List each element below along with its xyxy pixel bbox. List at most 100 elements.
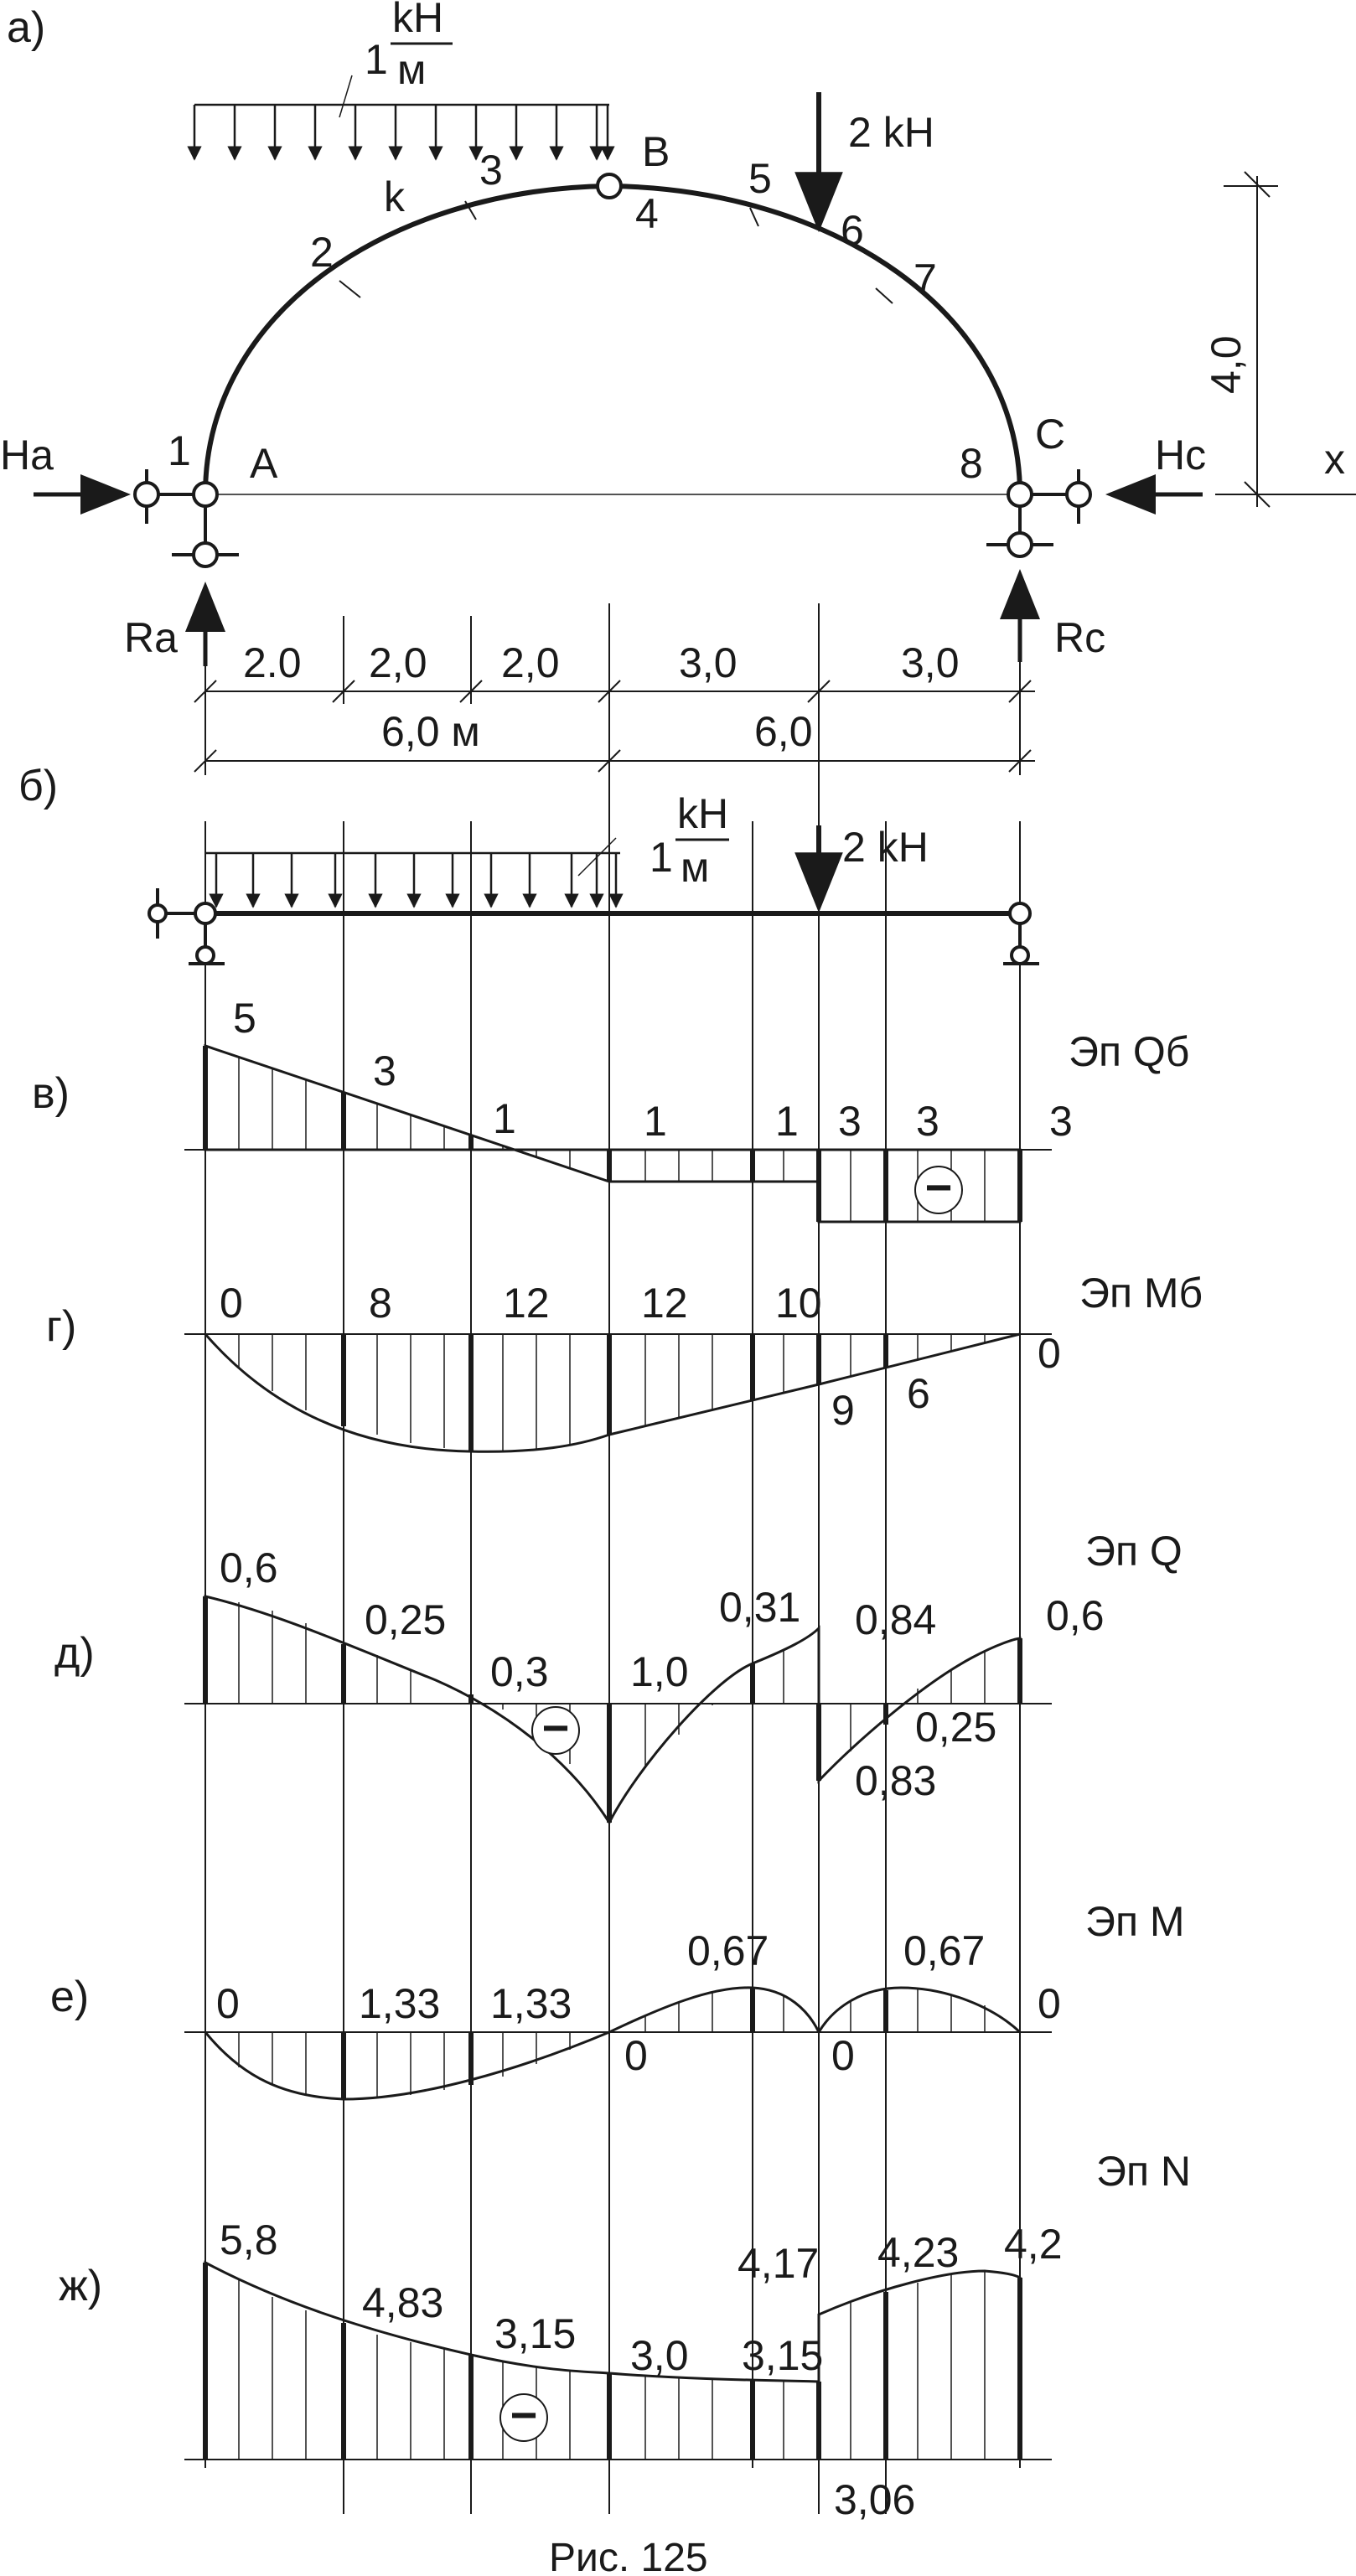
label-M-7: 0 bbox=[1038, 1980, 1061, 2027]
hinge-A bbox=[192, 481, 219, 508]
hinge-C bbox=[1007, 481, 1033, 508]
section-ticks bbox=[339, 200, 893, 304]
load-unit-denominator: м bbox=[397, 46, 426, 93]
label-Qb-2: 1 bbox=[493, 1095, 516, 1142]
ordinates-Qb bbox=[203, 1046, 1022, 1222]
outline-N bbox=[204, 2260, 1022, 2460]
beam-support-left bbox=[148, 888, 225, 965]
beam-load-unit-numerator: kH bbox=[677, 790, 728, 837]
sign-Qb: − bbox=[925, 1161, 953, 1213]
sign-circle-N bbox=[499, 2393, 548, 2442]
diagram-M: Эп М 0 1,33 1,33 0,67 0 0 0,67 0 bbox=[184, 1898, 1185, 2101]
diagram-Qb: − Эп Qб 5 3 1 1 1 3 3 3 bbox=[184, 995, 1189, 1223]
label-N-7: 4,2 bbox=[1004, 2221, 1063, 2268]
point-number-5: 5 bbox=[748, 155, 772, 202]
label-Mb-4: 10 bbox=[775, 1280, 822, 1327]
beam-distributed-load bbox=[205, 837, 624, 908]
figure-caption: Рис. 125 bbox=[549, 2536, 708, 2576]
diagram-N: − Эп N 5,8 4,83 3,15 3,0 3,15 4,17 4,23 … bbox=[184, 2148, 1191, 2523]
diagram-Mb: Эп Мб 0 8 12 12 10 9 6 0 bbox=[184, 1270, 1203, 1453]
title-M: Эп М bbox=[1085, 1898, 1185, 1945]
load-coefficient: 1 bbox=[365, 36, 388, 83]
point-number-4: 4 bbox=[635, 190, 659, 237]
hatch-M bbox=[238, 1989, 986, 2098]
beam-load-coefficient: 1 bbox=[650, 834, 673, 881]
label-Qb-3: 1 bbox=[644, 1098, 667, 1145]
sign-N: − bbox=[510, 2388, 538, 2441]
label-Q-2: 0,3 bbox=[490, 1648, 549, 1695]
force-label: 2 kH bbox=[848, 109, 934, 156]
support-C bbox=[986, 469, 1092, 558]
label-Qb-7: 3 bbox=[1049, 1098, 1073, 1145]
label-M-5: 0 bbox=[831, 2032, 855, 2079]
hatch-Q bbox=[238, 1602, 986, 1768]
label-Qb-0: 5 bbox=[233, 995, 256, 1042]
beam-scheme: 1 kH м 2 kH bbox=[148, 790, 1039, 965]
span-total-left: 6,0 м bbox=[381, 708, 480, 755]
reaction-Rc-label: Rc bbox=[1054, 614, 1105, 661]
beam-load-unit-denominator: м bbox=[681, 844, 709, 891]
label-Q-4: 0,31 bbox=[719, 1584, 800, 1631]
point-number-2: 2 bbox=[310, 229, 334, 276]
sign-circle-Qb bbox=[914, 1166, 963, 1214]
label-Q-7: 0,25 bbox=[915, 1704, 996, 1751]
section-label-a: а) bbox=[7, 3, 45, 52]
label-M-2: 1,33 bbox=[490, 1980, 572, 2027]
title-Q: Эп Q bbox=[1085, 1528, 1183, 1575]
label-Q-1: 0,25 bbox=[365, 1596, 446, 1643]
label-Mb-7: 0 bbox=[1038, 1330, 1061, 1377]
point-number-1: 1 bbox=[168, 427, 191, 474]
label-Qb-4: 1 bbox=[775, 1098, 799, 1145]
sign-Q: − bbox=[542, 1701, 570, 1754]
label-N-8: 3,06 bbox=[834, 2476, 915, 2523]
point-number-3: 3 bbox=[479, 147, 503, 194]
span-total-right: 6,0 bbox=[754, 708, 813, 755]
label-Mb-2: 12 bbox=[503, 1280, 550, 1327]
section-label-zh: ж) bbox=[59, 2262, 102, 2310]
hatch-Qb bbox=[238, 1058, 986, 1222]
label-N-2: 3,15 bbox=[494, 2310, 576, 2357]
label-Q-5: 0,84 bbox=[855, 1596, 936, 1643]
outline-M bbox=[204, 1986, 1022, 2101]
label-Qb-6: 3 bbox=[916, 1098, 939, 1145]
label-Mb-0: 0 bbox=[220, 1280, 243, 1327]
distributed-load bbox=[187, 75, 615, 161]
beam-force-label: 2 kH bbox=[842, 824, 929, 871]
ordinates-Mb bbox=[341, 1334, 888, 1451]
span-label-4: 3,0 bbox=[679, 639, 738, 686]
label-Mb-1: 8 bbox=[369, 1280, 392, 1327]
label-N-1: 4,83 bbox=[362, 2279, 443, 2326]
height-dimension bbox=[1224, 171, 1278, 508]
label-N-4: 3,15 bbox=[742, 2332, 823, 2379]
title-Mb: Эп Мб bbox=[1079, 1270, 1203, 1316]
label-Q-8: 0,83 bbox=[855, 1757, 936, 1804]
hatch-Mb bbox=[238, 1334, 986, 1452]
load-unit-numerator: kH bbox=[392, 0, 443, 41]
span-label-5: 3,0 bbox=[901, 639, 960, 686]
span-label-1: 2.0 bbox=[243, 639, 302, 686]
reaction-Ra-label: Ra bbox=[124, 614, 178, 661]
point-label-C: C bbox=[1035, 411, 1065, 458]
section-label-g: г) bbox=[46, 1302, 76, 1351]
span-dimensions bbox=[194, 603, 1035, 775]
reaction-Ha-label: Ha bbox=[0, 432, 54, 478]
outline-Q bbox=[204, 1595, 1022, 1826]
sign-circle-Q bbox=[531, 1706, 580, 1755]
label-M-0: 0 bbox=[216, 1980, 240, 2027]
support-A bbox=[133, 469, 239, 568]
section-label-v: в) bbox=[32, 1069, 70, 1118]
point-number-8: 8 bbox=[960, 440, 983, 487]
label-Mb-3: 12 bbox=[641, 1280, 688, 1327]
label-Q-3: 1,0 bbox=[630, 1648, 689, 1695]
span-label-3: 2,0 bbox=[501, 639, 560, 686]
vertical-reference-lines bbox=[204, 603, 1021, 2514]
reaction-Hc-label: Hc bbox=[1155, 432, 1206, 478]
ordinates-Q bbox=[203, 1596, 1022, 1823]
title-Qb: Эп Qб bbox=[1069, 1028, 1189, 1075]
point-label-A: A bbox=[250, 440, 278, 487]
beam-support-right bbox=[1003, 902, 1039, 965]
section-label-b: б) bbox=[18, 762, 58, 810]
outline-Mb bbox=[204, 1332, 1021, 1453]
label-Mb-5: 9 bbox=[831, 1387, 855, 1434]
